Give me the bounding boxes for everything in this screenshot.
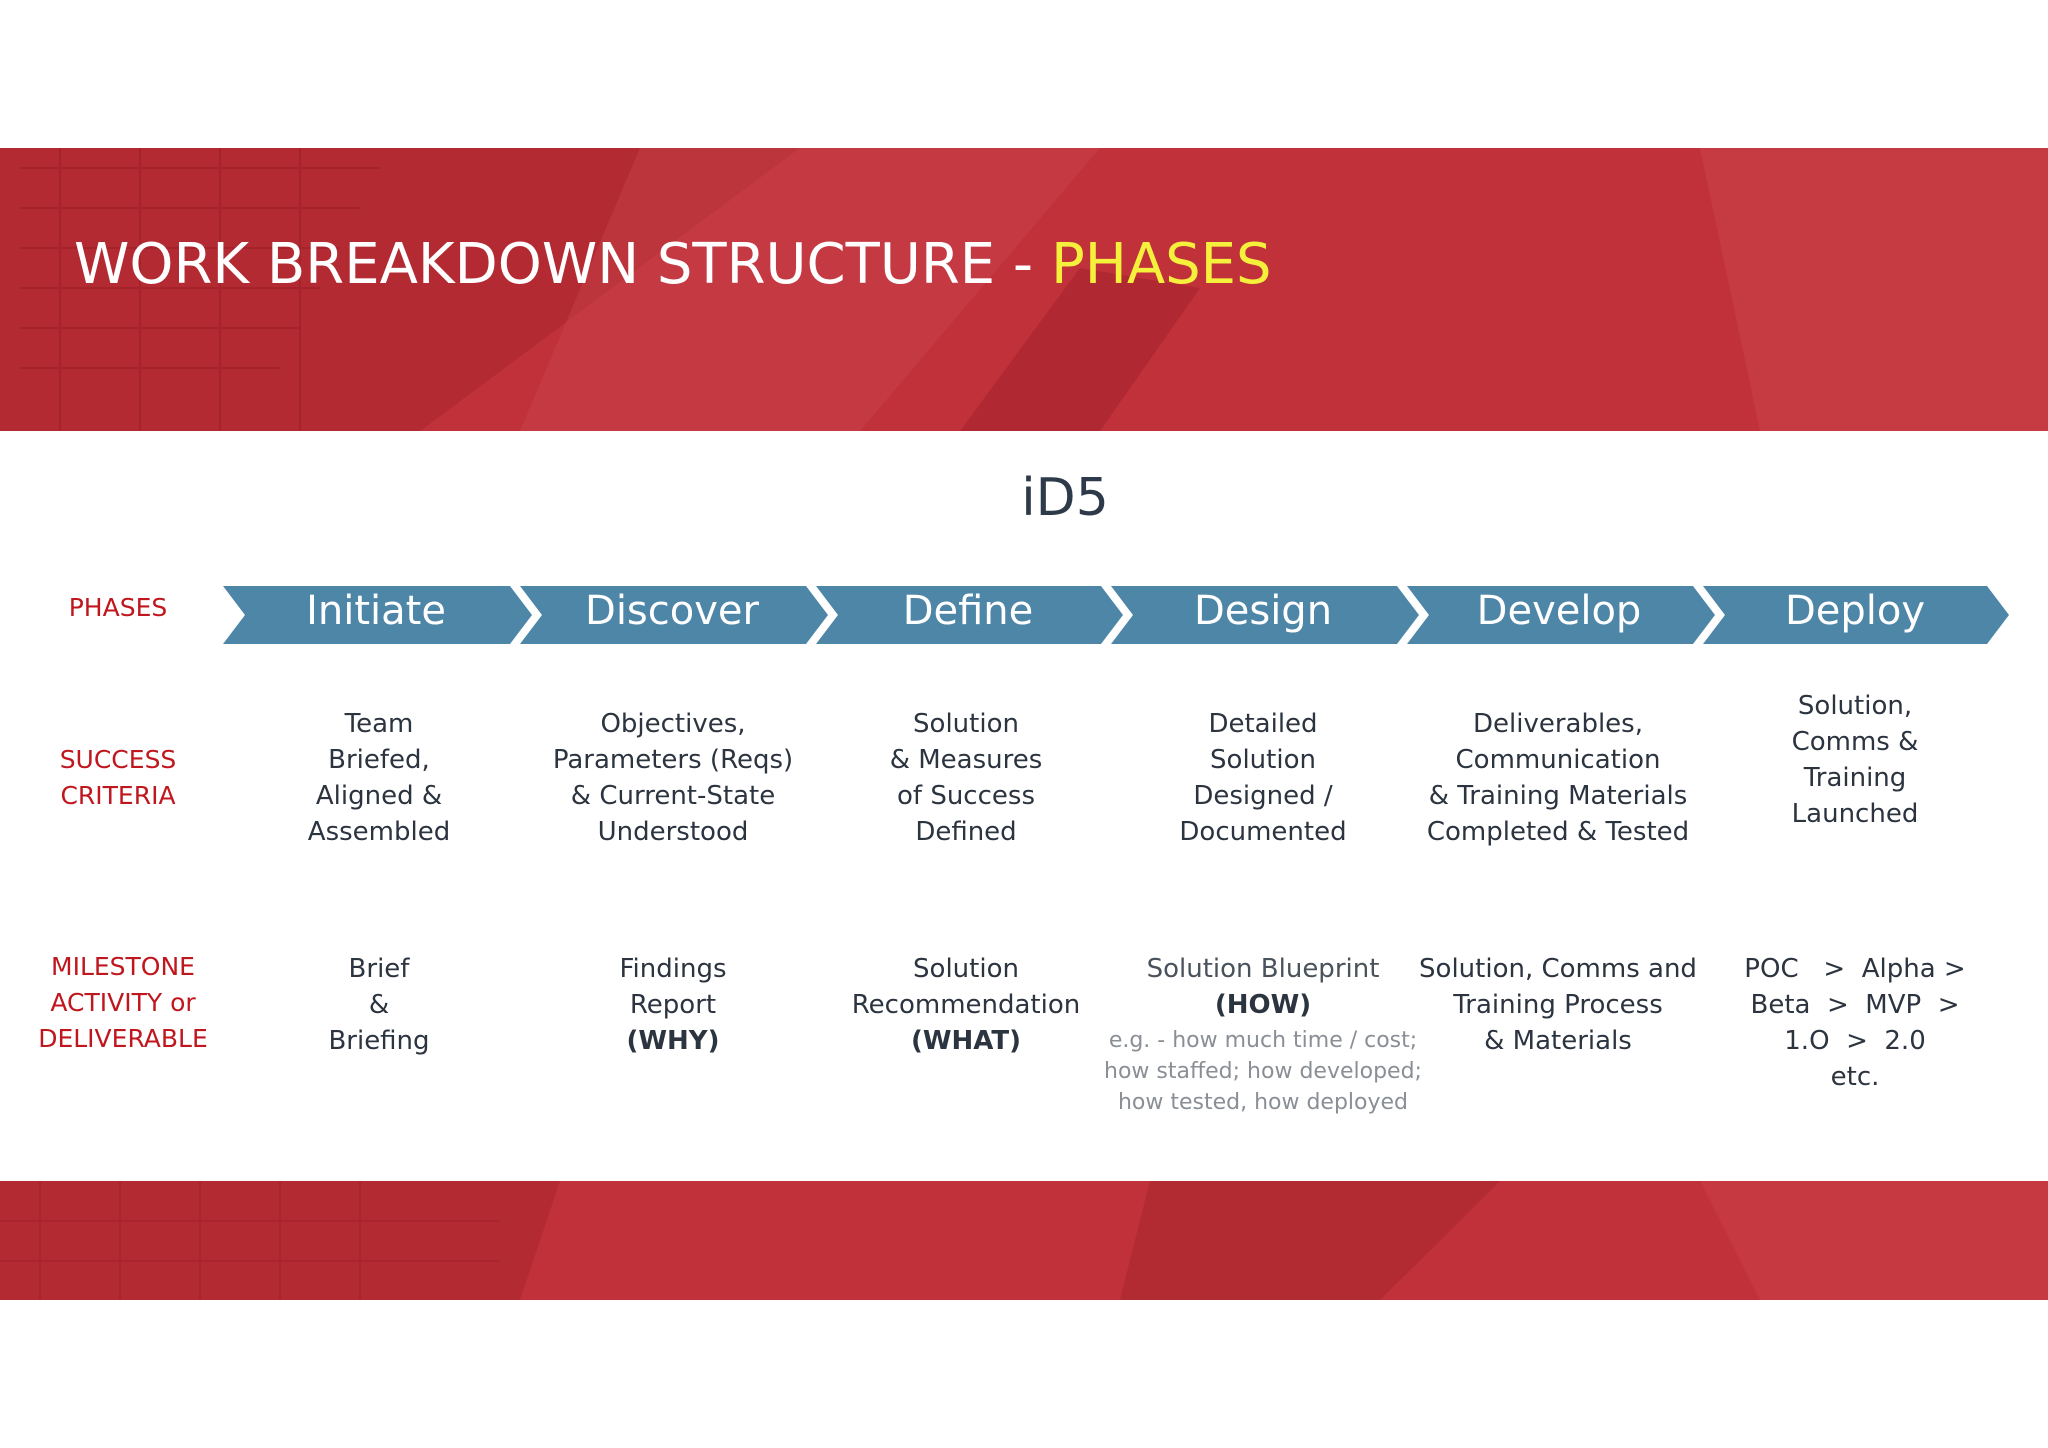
footer-texture	[0, 1181, 2048, 1300]
phase-label-deploy: Deploy	[1784, 588, 1926, 634]
milestone-line: Findings	[619, 954, 727, 984]
title-highlight: PHASES	[1050, 232, 1272, 297]
chevron-develop	[1407, 586, 1715, 644]
banner-texture	[0, 148, 2048, 431]
milestone-line: Briefing	[328, 1026, 430, 1056]
milestone-line: Brief	[348, 954, 410, 984]
success-line: Briefed,	[328, 745, 430, 775]
success-initiate: Team Briefed, Aligned & Assembled	[234, 706, 524, 850]
chevron-discover	[520, 586, 828, 644]
milestone-line: Solution	[913, 954, 1019, 984]
page-title: WORK BREAKDOWN STRUCTURE - PHASES	[74, 232, 1272, 297]
milestone-line: Beta > MVP >	[1750, 990, 1960, 1020]
row-label-phases: PHASES	[68, 593, 168, 622]
row-label-milestone-line2: ACTIVITY or	[50, 988, 196, 1017]
success-line: Solution	[1210, 745, 1316, 775]
phase-label-design: Design	[1193, 588, 1333, 634]
success-line: Team	[344, 709, 414, 739]
phase-label-discover: Discover	[585, 588, 759, 634]
success-line: Objectives,	[600, 709, 746, 739]
note-line: how tested, how deployed	[1117, 1090, 1409, 1115]
success-line: Defined	[915, 817, 1017, 847]
phase-label-initiate: Initiate	[306, 588, 446, 634]
success-line: & Measures	[889, 745, 1043, 775]
success-line: Parameters (Reqs)	[552, 745, 794, 775]
phase-chevrons	[223, 586, 2009, 644]
success-deploy: Solution, Comms & Training Launched	[1710, 688, 2000, 832]
milestone-line: Solution, Comms and	[1419, 954, 1697, 984]
success-line: Communication	[1455, 745, 1661, 775]
milestone-define: Solution Recommendation (WHAT)	[821, 951, 1111, 1059]
chevron-define	[816, 586, 1123, 644]
title-main: WORK BREAKDOWN STRUCTURE -	[74, 232, 1051, 297]
success-line: Assembled	[307, 817, 451, 847]
milestone-note: e.g. - how much time / cost; how staffed…	[1098, 1025, 1428, 1118]
success-line: Completed & Tested	[1426, 817, 1690, 847]
row-label-success-line2: CRITERIA	[60, 781, 176, 810]
milestone-deploy: POC > Alpha > Beta > MVP > 1.O > 2.0 etc…	[1710, 951, 2000, 1095]
success-line: Training	[1803, 763, 1907, 793]
row-label-success-line1: SUCCESS	[59, 745, 177, 774]
milestone-line: POC > Alpha >	[1744, 954, 1966, 984]
success-line: Solution	[913, 709, 1019, 739]
header-banner	[0, 148, 2048, 431]
success-line: Detailed	[1208, 709, 1318, 739]
row-label-milestone-line1: MILESTONE	[51, 952, 195, 981]
success-line: Documented	[1179, 817, 1347, 847]
phase-label-develop: Develop	[1476, 588, 1642, 634]
milestone-bold: (HOW)	[1214, 990, 1312, 1020]
success-line: & Current-State	[570, 781, 776, 811]
success-line: Comms &	[1791, 727, 1919, 757]
row-label-milestone-line3: DELIVERABLE	[38, 1024, 208, 1053]
success-line: Launched	[1791, 799, 1919, 829]
milestone-bold: (WHAT)	[910, 1026, 1022, 1056]
note-line: how staffed; how developed;	[1104, 1059, 1422, 1084]
success-line: Deliverables,	[1472, 709, 1643, 739]
milestone-line: etc.	[1830, 1062, 1880, 1092]
success-line: Designed /	[1193, 781, 1333, 811]
footer-banner	[0, 1181, 2048, 1300]
success-define: Solution & Measures of Success Defined	[821, 706, 1111, 850]
milestone-develop: Solution, Comms and Training Process & M…	[1408, 951, 1708, 1059]
success-line: Solution,	[1797, 691, 1913, 721]
success-develop: Deliverables, Communication & Training M…	[1413, 706, 1703, 850]
diagram-title: iD5	[1021, 468, 1109, 528]
milestone-line: &	[368, 990, 390, 1020]
row-label-success: SUCCESS CRITERIA	[18, 742, 218, 814]
note-line: e.g. - how much time / cost;	[1108, 1028, 1418, 1053]
milestone-design: Solution Blueprint (HOW) e.g. - how much…	[1098, 951, 1428, 1118]
milestone-initiate: Brief & Briefing	[234, 951, 524, 1059]
milestone-line: Recommendation	[851, 990, 1081, 1020]
success-line: Aligned &	[315, 781, 443, 811]
success-design: Detailed Solution Designed / Documented	[1118, 706, 1408, 850]
phase-label-define: Define	[902, 588, 1034, 634]
chevron-deploy	[1703, 586, 2009, 644]
success-line: of Success	[897, 781, 1035, 811]
milestone-line: Solution Blueprint	[1146, 954, 1380, 984]
success-discover: Objectives, Parameters (Reqs) & Current-…	[528, 706, 818, 850]
milestone-line: Report	[629, 990, 717, 1020]
milestone-bold: (WHY)	[626, 1026, 720, 1056]
chevron-design	[1111, 586, 1419, 644]
milestone-line: Training Process	[1453, 990, 1663, 1020]
chevron-initiate	[223, 586, 532, 644]
milestone-line: 1.O > 2.0	[1784, 1026, 1926, 1056]
success-line: & Training Materials	[1428, 781, 1688, 811]
row-label-milestone: MILESTONE ACTIVITY or DELIVERABLE	[23, 949, 223, 1057]
success-line: Understood	[597, 817, 749, 847]
milestone-discover: Findings Report (WHY)	[528, 951, 818, 1059]
milestone-line: & Materials	[1484, 1026, 1632, 1056]
